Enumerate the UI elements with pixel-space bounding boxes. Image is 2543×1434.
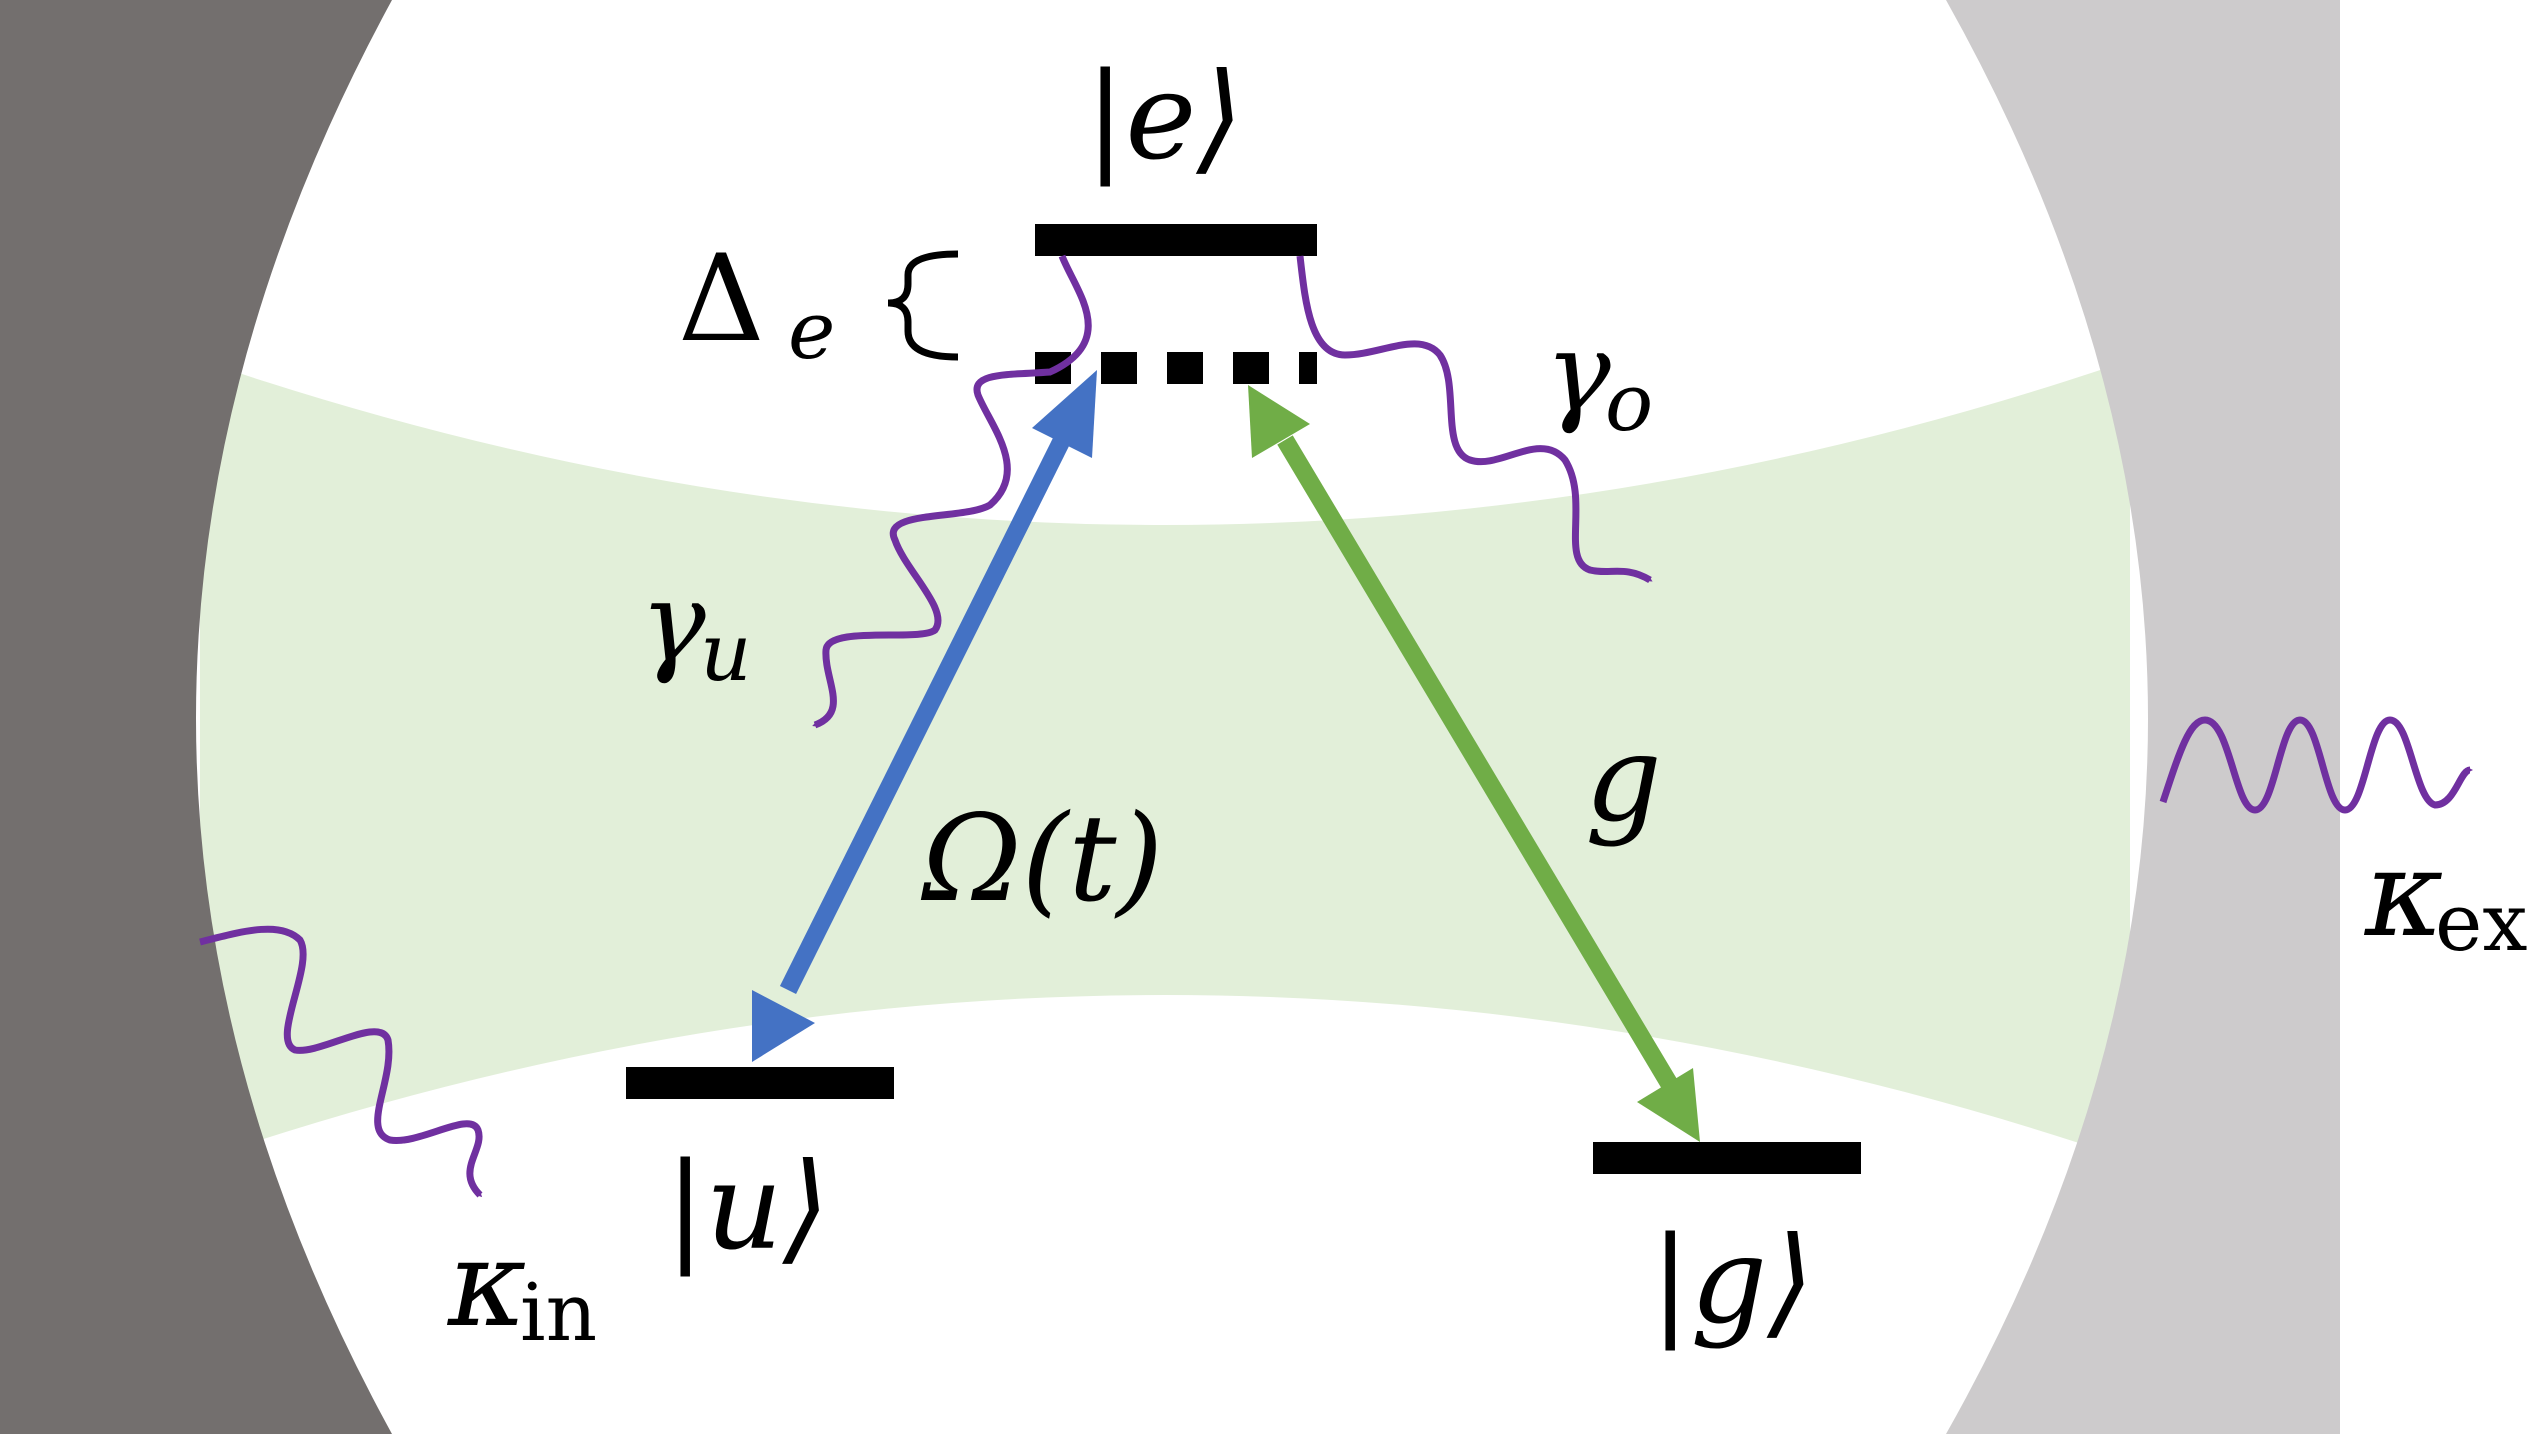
level-e bbox=[1035, 224, 1317, 256]
state-g-label: |g⟩ bbox=[1650, 1212, 1814, 1351]
drive-arrow bbox=[752, 370, 1097, 1062]
kappa-in-subscript: in bbox=[520, 1266, 597, 1359]
cavity-mode bbox=[200, 360, 2130, 1160]
kappa-ex-decay-line bbox=[2159, 716, 2473, 814]
kappa-ex-symbol: κ bbox=[2363, 825, 2444, 964]
gamma-u-decay-line bbox=[812, 254, 1092, 729]
detuning-brace bbox=[887, 250, 959, 361]
kappa-in-decay-line bbox=[199, 925, 483, 1198]
kappa-in-symbol: κ bbox=[446, 1215, 527, 1354]
coupling-arrow-head-bottom bbox=[1637, 1068, 1700, 1142]
coupling-arrow-head-top bbox=[1248, 385, 1310, 458]
gamma-u-symbol: γ bbox=[640, 558, 706, 686]
state-e-label: |e⟩ bbox=[1085, 48, 1243, 187]
left-mirror bbox=[0, 0, 392, 1434]
level-u bbox=[626, 1067, 894, 1099]
gamma-o-symbol: γ bbox=[1545, 308, 1611, 436]
detuning-symbol: Δ bbox=[678, 230, 765, 369]
drive-label: Ω(t) bbox=[920, 790, 1163, 929]
right-mirror bbox=[1946, 0, 2340, 1434]
state-u-label: |u⟩ bbox=[665, 1138, 830, 1277]
gamma-u-subscript: u bbox=[700, 606, 752, 699]
drive-arrow-head-top bbox=[1032, 370, 1097, 458]
kappa-ex-subscript: ex bbox=[2435, 876, 2527, 969]
detuning-subscript: e bbox=[788, 284, 835, 377]
gamma-o-subscript: o bbox=[1605, 356, 1653, 449]
gamma-o-decay-line bbox=[1296, 255, 1653, 584]
drive-arrow-head-bottom bbox=[752, 990, 815, 1062]
level-g bbox=[1593, 1142, 1861, 1174]
coupling-label: g bbox=[1585, 710, 1662, 849]
coupling-arrow bbox=[1248, 385, 1700, 1142]
